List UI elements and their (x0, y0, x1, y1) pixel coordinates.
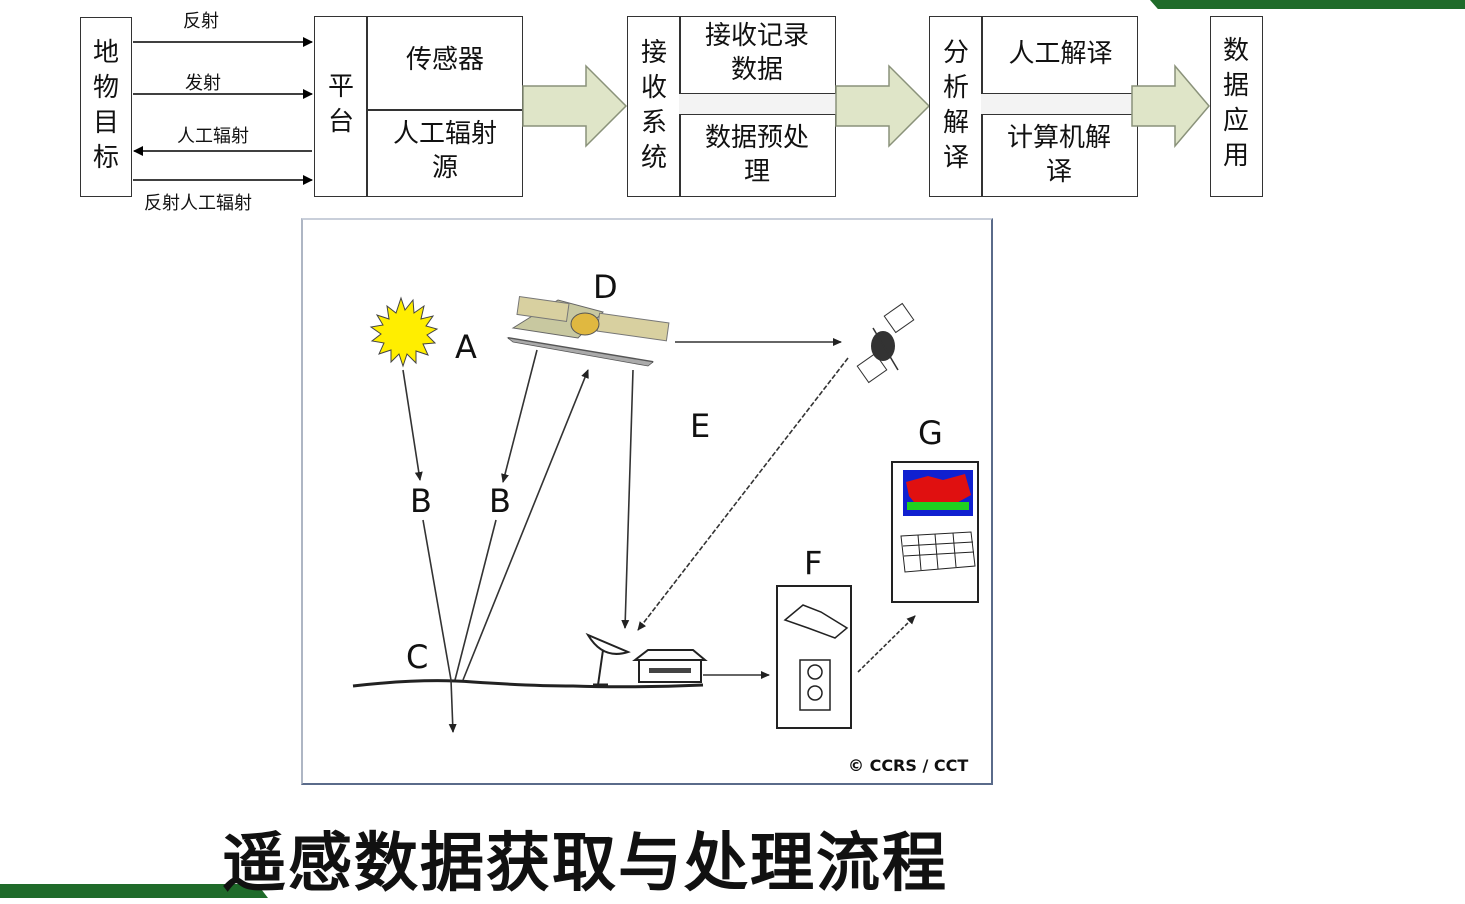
emit-label: 发射 (185, 73, 221, 94)
top-right-accent-bar (1150, 0, 1465, 9)
artificial-radiation-label: 人工辐射 (177, 126, 249, 147)
application-box: 数据应用 (1210, 16, 1263, 197)
label-b2: B (489, 482, 511, 520)
receiving-system-box: 接收系统 接收记录数据 数据预处理 (627, 16, 836, 197)
platform-label: 平台 (327, 72, 354, 137)
block-arrow-2 (835, 64, 931, 148)
relay-satellite-icon (856, 302, 915, 384)
receiving-system-label: 接收系统 (640, 38, 667, 173)
platform-divider (366, 17, 368, 196)
label-f: F (804, 544, 823, 582)
ground-object-box: 地物目标 (80, 17, 132, 197)
block-arrow-3 (1131, 64, 1210, 148)
application-label: 数据应用 (1222, 36, 1249, 171)
label-c: C (406, 638, 429, 676)
computer-interp-label: 计算机解译 (1006, 123, 1111, 187)
ground-object-label: 地物目标 (92, 38, 119, 173)
satellite-icon (506, 296, 670, 367)
copyright-text: © CCRS / CCT (848, 756, 969, 775)
label-g: G (918, 414, 943, 452)
label-a: A (455, 328, 477, 366)
object-platform-arrows (133, 37, 313, 185)
illustration-drawing (352, 296, 979, 733)
reflect-artificial-label: 反射人工辐射 (144, 193, 252, 214)
preprocess-label: 数据预处理 (704, 123, 809, 187)
antenna-dish-icon (585, 632, 631, 687)
artificial-source-label: 人工辐射源 (392, 119, 497, 183)
analysis-hdivider (981, 93, 1138, 115)
station-building-icon (632, 649, 708, 683)
processing-panel (776, 585, 852, 729)
manual-interp-label: 人工解译 (1008, 39, 1113, 69)
ground-line (352, 679, 704, 689)
label-d: D (593, 268, 618, 306)
bottom-left-accent-bar (0, 884, 268, 898)
analysis-label: 分析解译 (942, 38, 969, 173)
receive-record-label: 接收记录数据 (704, 21, 809, 85)
analysis-box: 分析解译 人工解译 计算机解译 (929, 16, 1138, 197)
label-b1: B (410, 482, 432, 520)
output-panel (891, 461, 979, 603)
page-title: 遥感数据获取与处理流程 (222, 827, 948, 901)
block-arrow-1 (522, 64, 628, 148)
remote-sensing-illustration: A B B C D E F G © CCRS / CCT (301, 218, 993, 785)
platform-box: 平台 传感器 人工辐射源 (314, 16, 523, 197)
label-e: E (690, 407, 711, 445)
sun-icon (369, 296, 439, 368)
sensor-divider (366, 109, 523, 111)
receiving-hdivider (679, 93, 836, 115)
reflect-label: 反射 (183, 11, 219, 32)
sensor-label: 传感器 (405, 45, 484, 75)
radiation-paths (402, 338, 916, 733)
